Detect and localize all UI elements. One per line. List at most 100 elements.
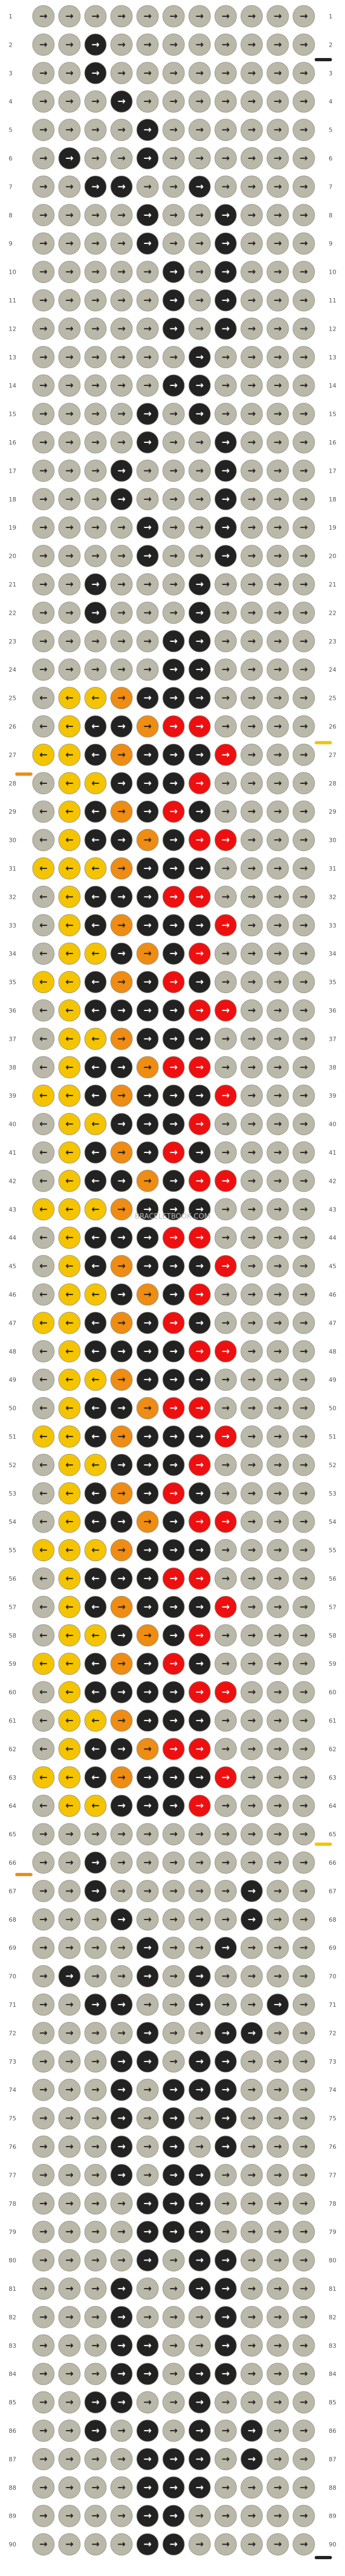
- arrow-right-icon: →: [221, 1573, 229, 1585]
- knot: →: [162, 2135, 185, 2158]
- knot: →: [266, 545, 289, 568]
- row-number-right: 34: [329, 950, 336, 957]
- knot: →: [84, 2277, 107, 2300]
- knot: →: [162, 630, 185, 653]
- knot: →: [162, 431, 185, 454]
- knot: →: [266, 1368, 289, 1391]
- knot: →: [110, 2419, 133, 2442]
- arrow-right-icon: →: [247, 522, 255, 533]
- knot: →: [188, 658, 211, 681]
- arrow-right-icon: →: [221, 777, 229, 789]
- row-number-left: 54: [9, 1518, 16, 1525]
- knot: →: [188, 403, 211, 426]
- arrow-right-icon: →: [247, 664, 255, 675]
- knot: →: [136, 317, 159, 340]
- arrow-right-icon: →: [65, 1999, 73, 2011]
- knot: →: [240, 1766, 263, 1789]
- knot: →: [136, 1113, 159, 1136]
- arrow-right-icon: →: [247, 11, 255, 22]
- arrow-right-icon: →: [117, 2283, 125, 2295]
- knot: →: [214, 2448, 237, 2470]
- arrow-right-icon: →: [221, 1402, 229, 1414]
- arrow-right-icon: →: [91, 1828, 99, 1840]
- knot: →: [162, 1766, 185, 1789]
- row-number-right: 88: [329, 2484, 336, 2491]
- knot: →: [292, 1425, 315, 1448]
- arrow-right-icon: →: [117, 1828, 125, 1840]
- knot: ←: [32, 914, 55, 937]
- knot: ←: [32, 1226, 55, 1249]
- knot: →: [58, 2220, 81, 2243]
- knot: →: [188, 1510, 211, 1533]
- arrow-right-icon: →: [169, 1459, 177, 1471]
- arrow-right-icon: →: [221, 181, 229, 192]
- knot: →: [32, 2334, 55, 2357]
- knot: →: [266, 2334, 289, 2357]
- arrow-left-icon: ←: [39, 1203, 47, 1215]
- arrow-right-icon: →: [91, 2084, 99, 2096]
- knot: →: [266, 1283, 289, 1306]
- knot: →: [110, 2249, 133, 2272]
- arrow-left-icon: ←: [65, 1147, 73, 1158]
- knot: →: [32, 2135, 55, 2158]
- knot: →: [32, 175, 55, 198]
- knot: →: [162, 885, 185, 908]
- row-number-right: 84: [329, 2371, 336, 2378]
- row-number-right: 7: [329, 183, 333, 190]
- knot: →: [84, 261, 107, 284]
- arrow-right-icon: →: [143, 11, 151, 22]
- knot: →: [240, 885, 263, 908]
- knot: →: [240, 971, 263, 994]
- row-number-left: 1: [9, 13, 12, 20]
- knot: →: [188, 232, 211, 255]
- arrow-right-icon: →: [247, 39, 255, 50]
- arrow-right-icon: →: [221, 1289, 229, 1300]
- knot: →: [84, 2249, 107, 2272]
- knot: →: [188, 2419, 211, 2442]
- arrow-right-icon: →: [143, 891, 151, 903]
- knot: →: [266, 2192, 289, 2215]
- arrow-left-icon: ←: [65, 1232, 73, 1244]
- arrow-right-icon: →: [39, 2255, 47, 2266]
- knot: →: [240, 2476, 263, 2499]
- row-number-left: 70: [9, 1973, 16, 1980]
- knot: →: [292, 1595, 315, 1618]
- string-end-marker: [15, 1873, 33, 1876]
- arrow-left-icon: ←: [39, 1573, 47, 1585]
- knot: →: [240, 1255, 263, 1278]
- arrow-right-icon: →: [91, 2027, 99, 2039]
- knot: →: [292, 1681, 315, 1704]
- row-number-right: 11: [329, 297, 336, 304]
- arrow-right-icon: →: [221, 891, 229, 903]
- knot: ←: [84, 1453, 107, 1476]
- knot: →: [32, 90, 55, 113]
- colored-strings: [15, 58, 332, 2559]
- row-number-left: 9: [9, 240, 12, 247]
- knot: →: [162, 2533, 185, 2556]
- arrow-right-icon: →: [221, 2113, 229, 2124]
- arrow-right-icon: →: [299, 2198, 308, 2209]
- arrow-right-icon: →: [117, 1970, 125, 1982]
- knot: →: [240, 2107, 263, 2130]
- arrow-left-icon: ←: [91, 891, 99, 903]
- knot: →: [214, 1397, 237, 1420]
- knot: →: [214, 885, 237, 908]
- knot: →: [266, 2277, 289, 2300]
- arrow-right-icon: →: [91, 2283, 99, 2295]
- arrow-right-icon: →: [221, 863, 229, 874]
- arrow-right-icon: →: [91, 39, 99, 50]
- row-number-left: 67: [9, 1888, 16, 1895]
- arrow-left-icon: ←: [91, 919, 99, 931]
- row-number-right: 29: [329, 808, 336, 815]
- arrow-right-icon: →: [273, 1743, 282, 1755]
- knot: →: [214, 5, 237, 28]
- row-number-right: 17: [329, 467, 336, 474]
- knot: ←: [84, 1368, 107, 1391]
- arrow-right-icon: →: [273, 465, 282, 476]
- knot: →: [32, 1993, 55, 2016]
- row-number-left: 85: [9, 2399, 16, 2406]
- row-number-left: 60: [9, 1689, 16, 1696]
- arrow-right-icon: →: [169, 2482, 177, 2493]
- knot: →: [136, 1169, 159, 1192]
- knot: →: [110, 204, 133, 227]
